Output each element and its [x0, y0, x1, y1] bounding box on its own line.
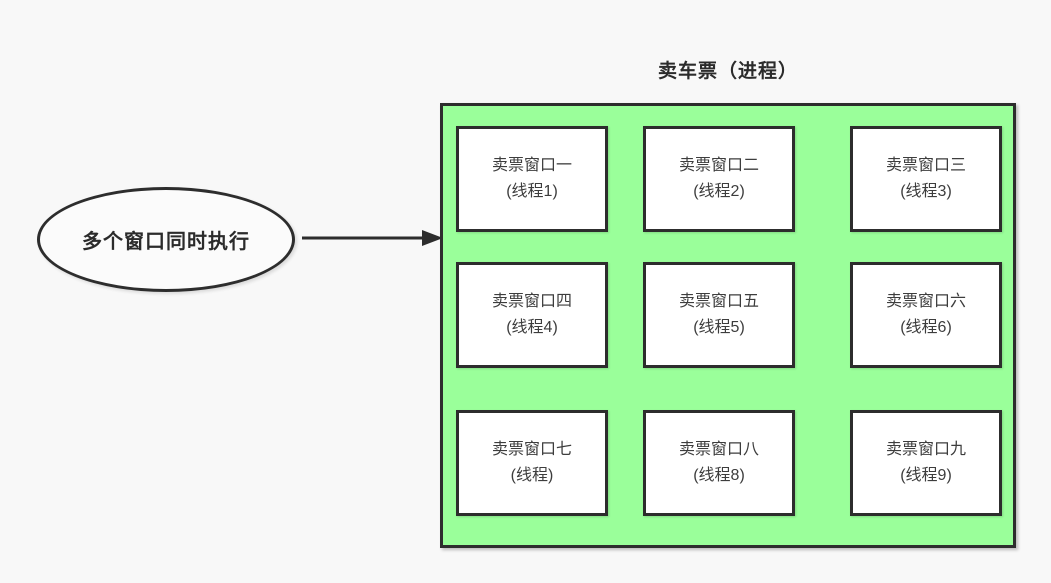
thread-box-7: 卖票窗口七 (线程)	[456, 410, 608, 516]
thread-box-3: 卖票窗口三 (线程3)	[850, 126, 1002, 232]
thread-box-sublabel: (线程2)	[693, 183, 745, 200]
thread-box-sublabel: (线程8)	[693, 467, 745, 484]
thread-box-sublabel: (线程6)	[900, 319, 952, 336]
arrow-connector	[302, 230, 443, 246]
thread-box-6: 卖票窗口六 (线程6)	[850, 262, 1002, 368]
thread-box-label: 卖票窗口一	[491, 157, 572, 175]
thread-box-sublabel: (线程5)	[693, 319, 745, 336]
thread-box-4: 卖票窗口四 (线程4)	[456, 262, 608, 368]
ellipse-node: 多个窗口同时执行	[37, 187, 295, 292]
thread-box-1: 卖票窗口一 (线程1)	[456, 126, 608, 232]
thread-box-5: 卖票窗口五 (线程5)	[643, 262, 795, 368]
thread-box-label: 卖票窗口四	[491, 293, 572, 311]
thread-box-label: 卖票窗口六	[885, 293, 966, 311]
thread-box-sublabel: (线程4)	[506, 319, 558, 336]
thread-box-label: 卖票窗口五	[678, 293, 759, 311]
ellipse-label: 多个窗口同时执行	[82, 231, 250, 253]
thread-box-label: 卖票窗口二	[678, 157, 759, 175]
process-title: 卖车票（进程）	[657, 61, 798, 82]
thread-box-label: 卖票窗口八	[678, 441, 759, 459]
thread-box-9: 卖票窗口九 (线程9)	[850, 410, 1002, 516]
thread-box-sublabel: (线程1)	[506, 183, 558, 200]
thread-box-label: 卖票窗口三	[885, 157, 966, 175]
thread-box-2: 卖票窗口二 (线程2)	[643, 126, 795, 232]
thread-box-8: 卖票窗口八 (线程8)	[643, 410, 795, 516]
thread-box-sublabel: (线程9)	[900, 467, 952, 484]
thread-box-label: 卖票窗口七	[491, 441, 572, 459]
thread-box-label: 卖票窗口九	[885, 441, 966, 459]
process-box: 卖票窗口一 (线程1) 卖票窗口二 (线程2) 卖票窗口三 (线程3) 卖票窗口…	[440, 103, 1016, 548]
thread-box-sublabel: (线程3)	[900, 183, 952, 200]
thread-box-sublabel: (线程)	[510, 467, 554, 484]
